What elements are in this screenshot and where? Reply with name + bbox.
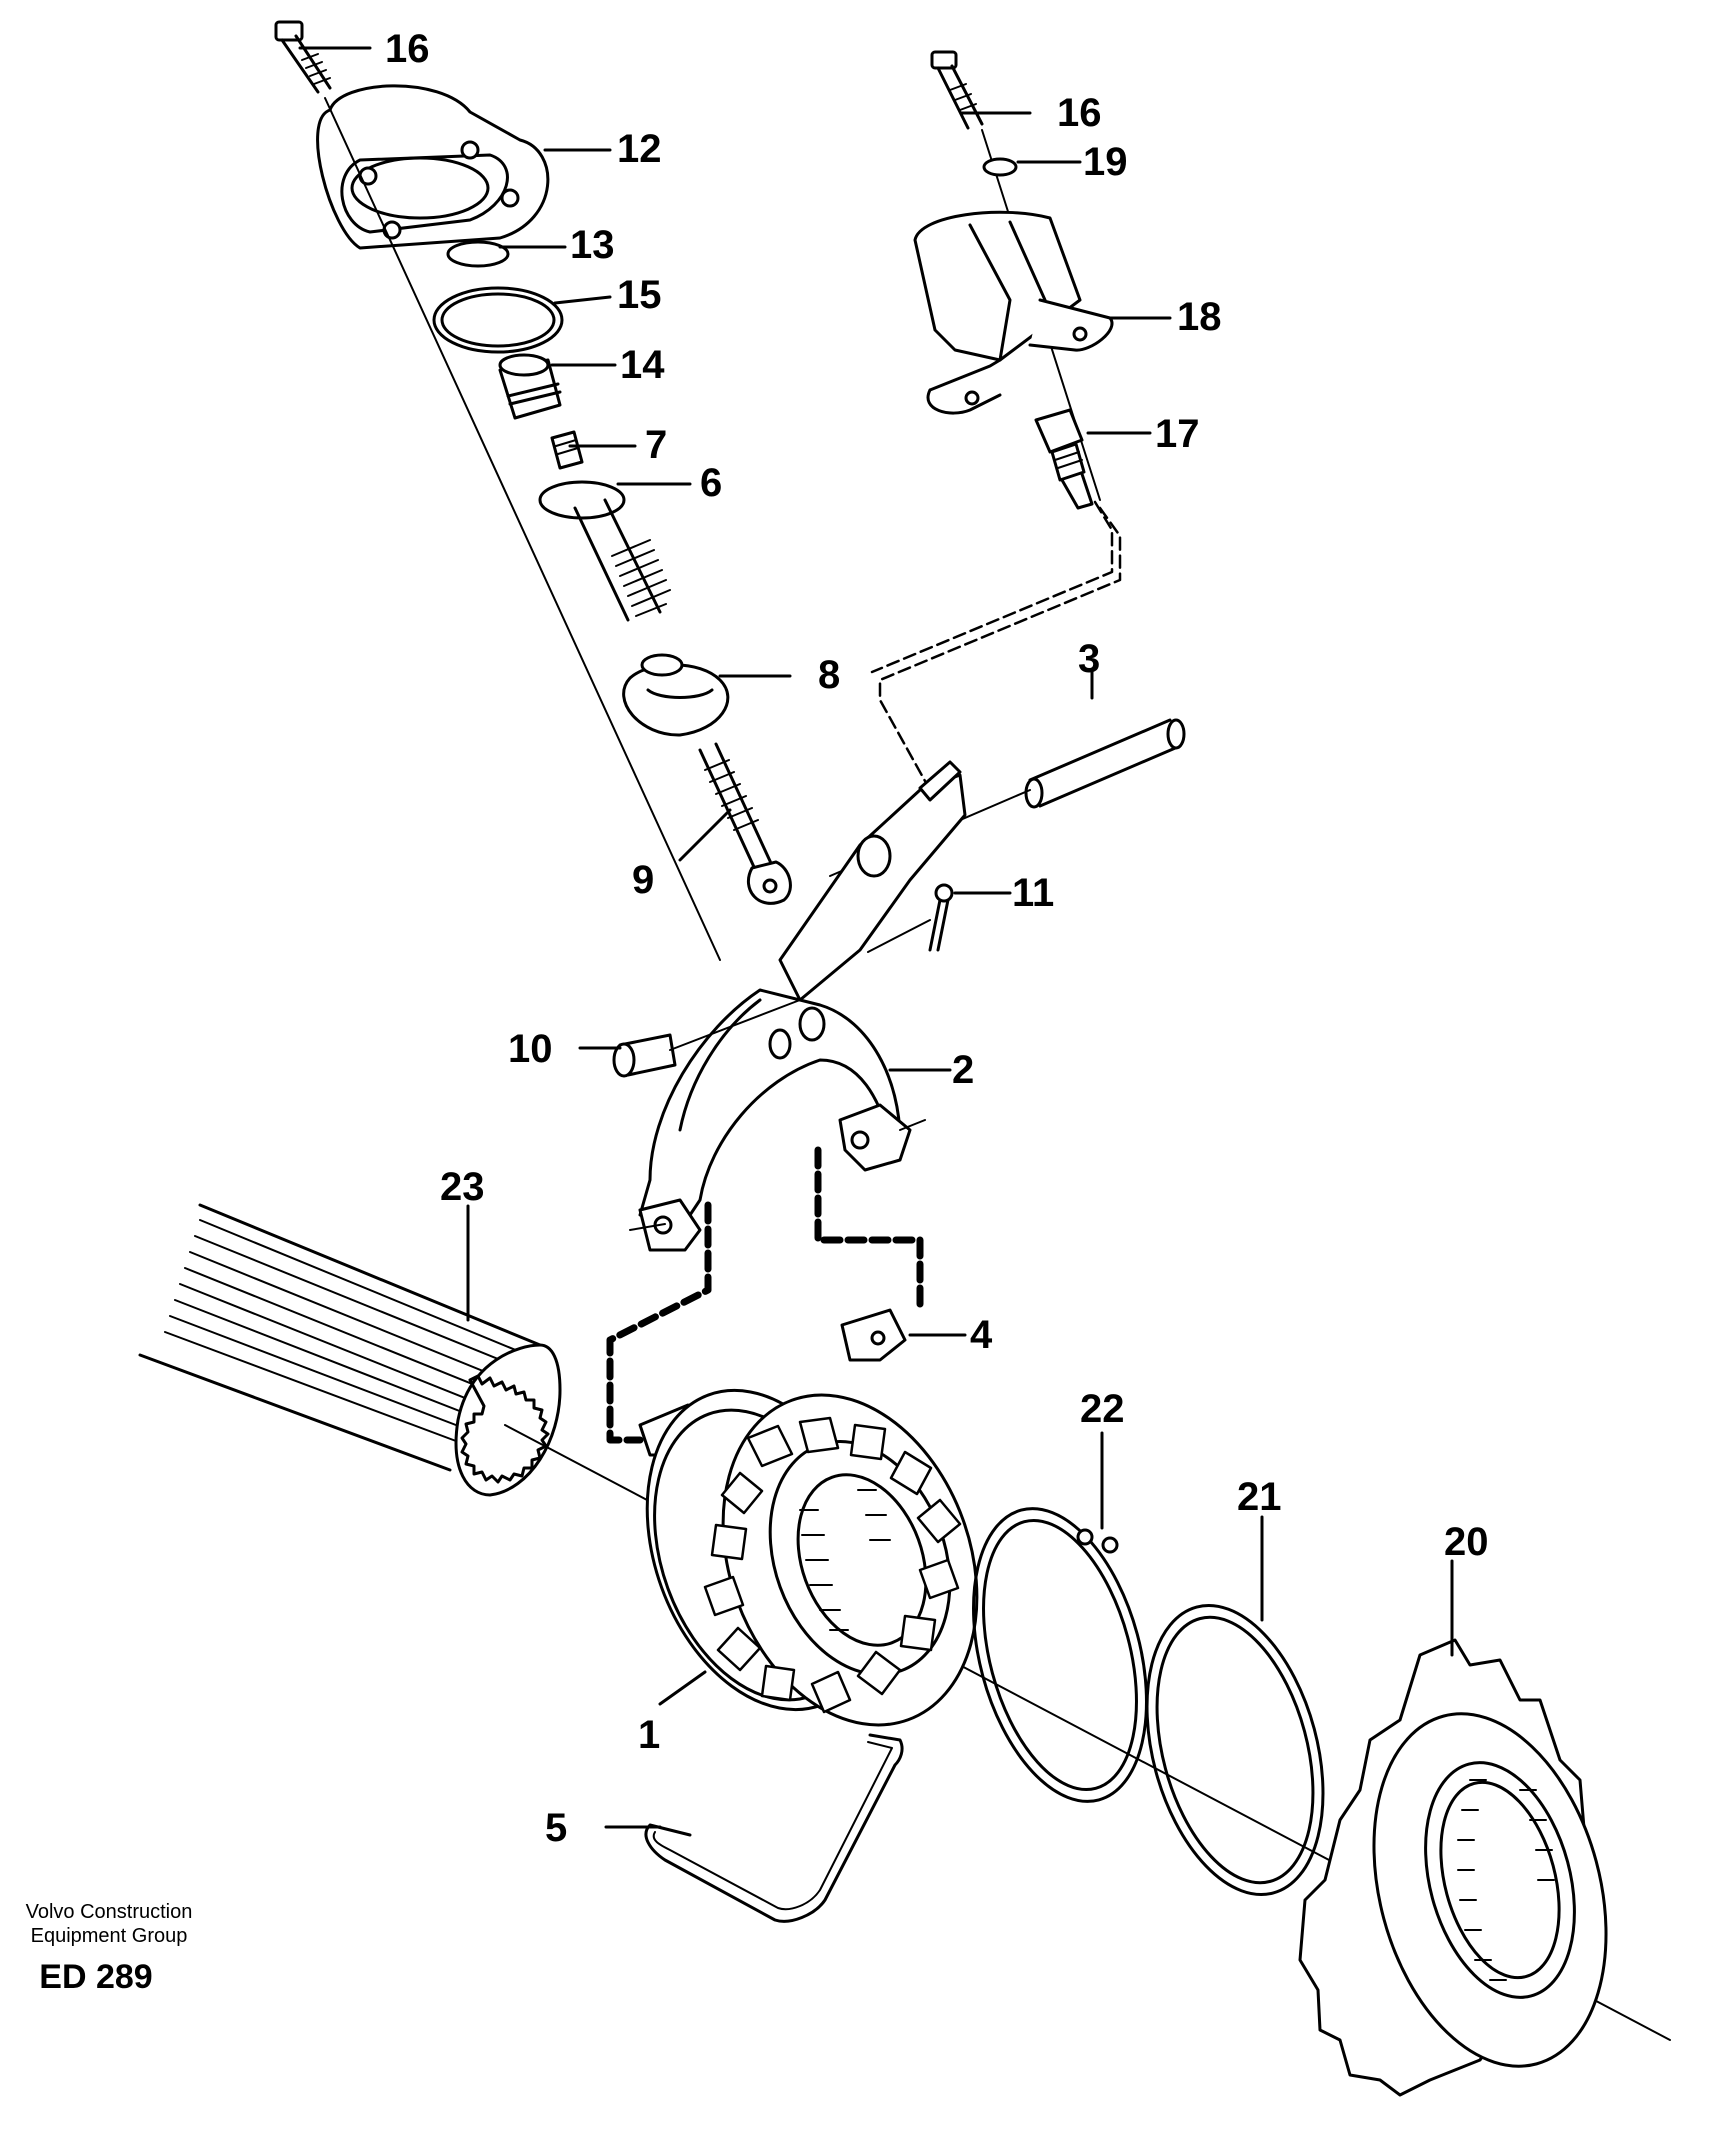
wire-spring-5 xyxy=(644,1733,904,1923)
callout-19: 19 xyxy=(1083,140,1128,184)
pin-10 xyxy=(612,1033,677,1078)
screw-7 xyxy=(550,430,584,470)
callout-10: 10 xyxy=(508,1027,553,1071)
switch-17 xyxy=(1034,408,1094,510)
callout-20: 20 xyxy=(1444,1520,1489,1564)
callout-14: 14 xyxy=(620,343,665,387)
callout-23: 23 xyxy=(440,1165,485,1209)
callout-21: 21 xyxy=(1237,1475,1282,1519)
cover-flange-12 xyxy=(316,84,550,250)
o-ring-15 xyxy=(432,286,564,354)
splined-shaft-23 xyxy=(138,1203,562,1497)
washer-19 xyxy=(982,157,1018,177)
callout-12: 12 xyxy=(617,127,662,171)
callout-labels: 16 12 13 15 14 7 6 8 9 16 19 18 17 3 11 … xyxy=(385,27,1489,1850)
callout-7: 7 xyxy=(645,423,667,467)
coupling-ring-20 xyxy=(1298,1638,1608,2097)
callout-6: 6 xyxy=(700,461,722,505)
pin-3 xyxy=(1024,718,1186,809)
credit-line-2: Equipment Group xyxy=(30,1925,188,1947)
callout-5: 5 xyxy=(545,1806,567,1850)
shift-lever xyxy=(778,760,967,1002)
callout-16-left: 16 xyxy=(385,27,430,71)
bolt-16-right xyxy=(930,50,984,130)
callout-9: 9 xyxy=(632,858,654,902)
plug-14 xyxy=(498,353,562,420)
spring-bolt-6 xyxy=(538,480,671,622)
callout-11: 11 xyxy=(1012,871,1054,915)
o-ring-13 xyxy=(446,240,510,268)
callout-8: 8 xyxy=(818,653,840,697)
publisher-credit: Volvo Construction Equipment Group xyxy=(6,1900,212,1948)
drawing-code: ED 289 xyxy=(39,1958,153,1996)
coupling-sleeve-1 xyxy=(645,1388,979,1727)
ring-21 xyxy=(1145,1603,1325,1897)
shift-fork-2 xyxy=(638,988,912,1252)
callout-4: 4 xyxy=(970,1313,993,1357)
rod-9 xyxy=(698,742,792,905)
callout-1: 1 xyxy=(638,1713,660,1757)
bolt-16-left xyxy=(274,20,332,94)
callout-3: 3 xyxy=(1078,637,1100,681)
callout-22: 22 xyxy=(1080,1387,1125,1431)
callout-15: 15 xyxy=(617,273,662,317)
bracket-18 xyxy=(913,210,1114,415)
snap-ring-22 xyxy=(972,1507,1148,1803)
callout-16-right: 16 xyxy=(1057,91,1102,135)
rubber-boot-8 xyxy=(622,653,730,737)
credit-line-1: Volvo Construction xyxy=(25,1901,193,1923)
callout-17: 17 xyxy=(1155,412,1200,456)
leader-lines xyxy=(298,46,1454,1829)
callout-13: 13 xyxy=(570,223,615,267)
split-pin-11 xyxy=(928,883,954,952)
callout-18: 18 xyxy=(1177,295,1222,339)
callout-2: 2 xyxy=(952,1048,974,1092)
